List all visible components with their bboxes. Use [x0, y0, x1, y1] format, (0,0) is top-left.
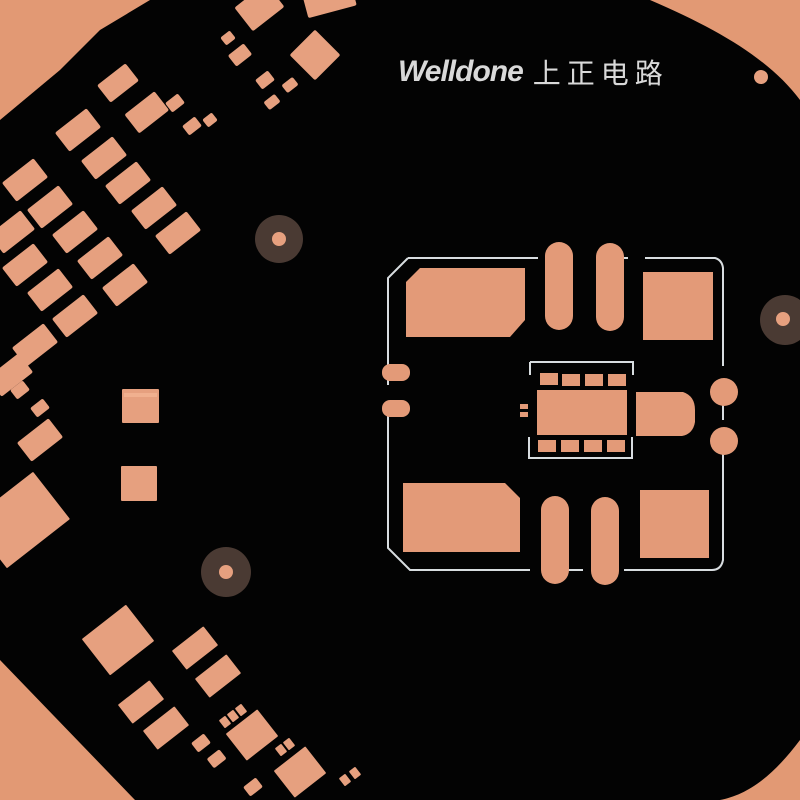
mounting-hole-pad: [272, 232, 286, 246]
brand-logo: Welldone 上正电路: [398, 52, 669, 92]
mounting-hole-pad: [219, 565, 233, 579]
brand-name-en: Welldone: [398, 55, 524, 88]
brand-name-cn: 上正电路: [532, 58, 669, 89]
small-via: [754, 70, 768, 84]
mounting-hole-pad: [776, 312, 790, 326]
